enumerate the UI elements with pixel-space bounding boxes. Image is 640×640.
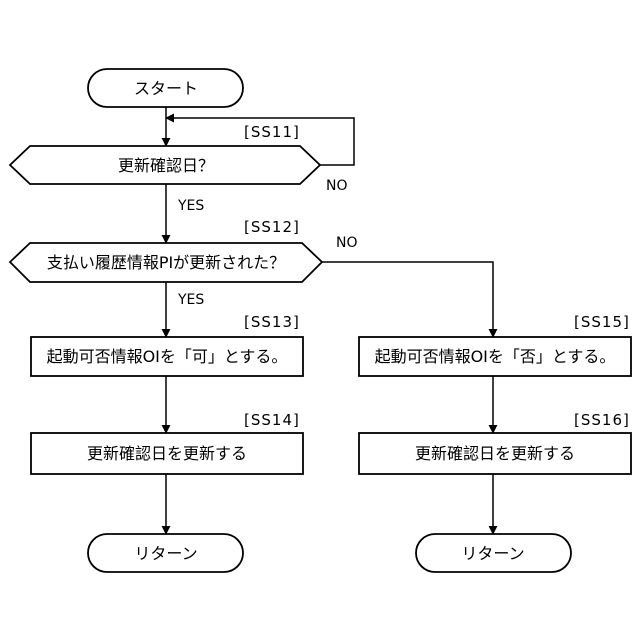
step-tag-ss14: [SS14] xyxy=(244,411,300,429)
step-tag-ss16: [SS16] xyxy=(574,411,630,429)
return-right-label: リターン xyxy=(461,544,524,563)
decision-check-pi: 支払い履歴情報PIが更新された？ xyxy=(10,243,322,282)
check-date-label: 更新確認日？ xyxy=(118,156,214,175)
return-node-right: リターン xyxy=(416,534,571,572)
step-tag-ss12: [SS12] xyxy=(244,218,300,236)
branch-label-pi-yes: YES xyxy=(177,292,204,308)
process-set-ng: 起動可否情報OIを「否」とする。 xyxy=(359,337,631,376)
process-update-date-left: 更新確認日を更新する xyxy=(31,433,303,474)
start-label: スタート xyxy=(134,79,198,98)
return-left-label: リターン xyxy=(134,544,197,563)
set-ok-label: 起動可否情報OIを「可」とする。 xyxy=(47,347,288,366)
return-node-left: リターン xyxy=(88,534,243,572)
start-node: スタート xyxy=(88,69,243,107)
process-update-date-right: 更新確認日を更新する xyxy=(359,433,631,474)
decision-check-date: 更新確認日？ xyxy=(10,146,320,184)
branch-label-date-yes: YES xyxy=(177,198,204,214)
step-tag-ss11: [SS11] xyxy=(244,123,300,141)
arrow-pi-no-to-set-ng xyxy=(322,262,493,337)
update-date-right-label: 更新確認日を更新する xyxy=(415,444,575,463)
branch-label-date-no: NO xyxy=(326,178,348,194)
update-date-left-label: 更新確認日を更新する xyxy=(87,444,247,463)
step-tag-ss15: [SS15] xyxy=(574,313,630,331)
check-pi-label: 支払い履歴情報PIが更新された？ xyxy=(47,253,285,272)
set-ng-label: 起動可否情報OIを「否」とする。 xyxy=(375,347,616,366)
process-set-ok: 起動可否情報OIを「可」とする。 xyxy=(31,337,303,376)
branch-label-pi-no: NO xyxy=(336,235,358,251)
step-tag-ss13: [SS13] xyxy=(244,313,300,331)
